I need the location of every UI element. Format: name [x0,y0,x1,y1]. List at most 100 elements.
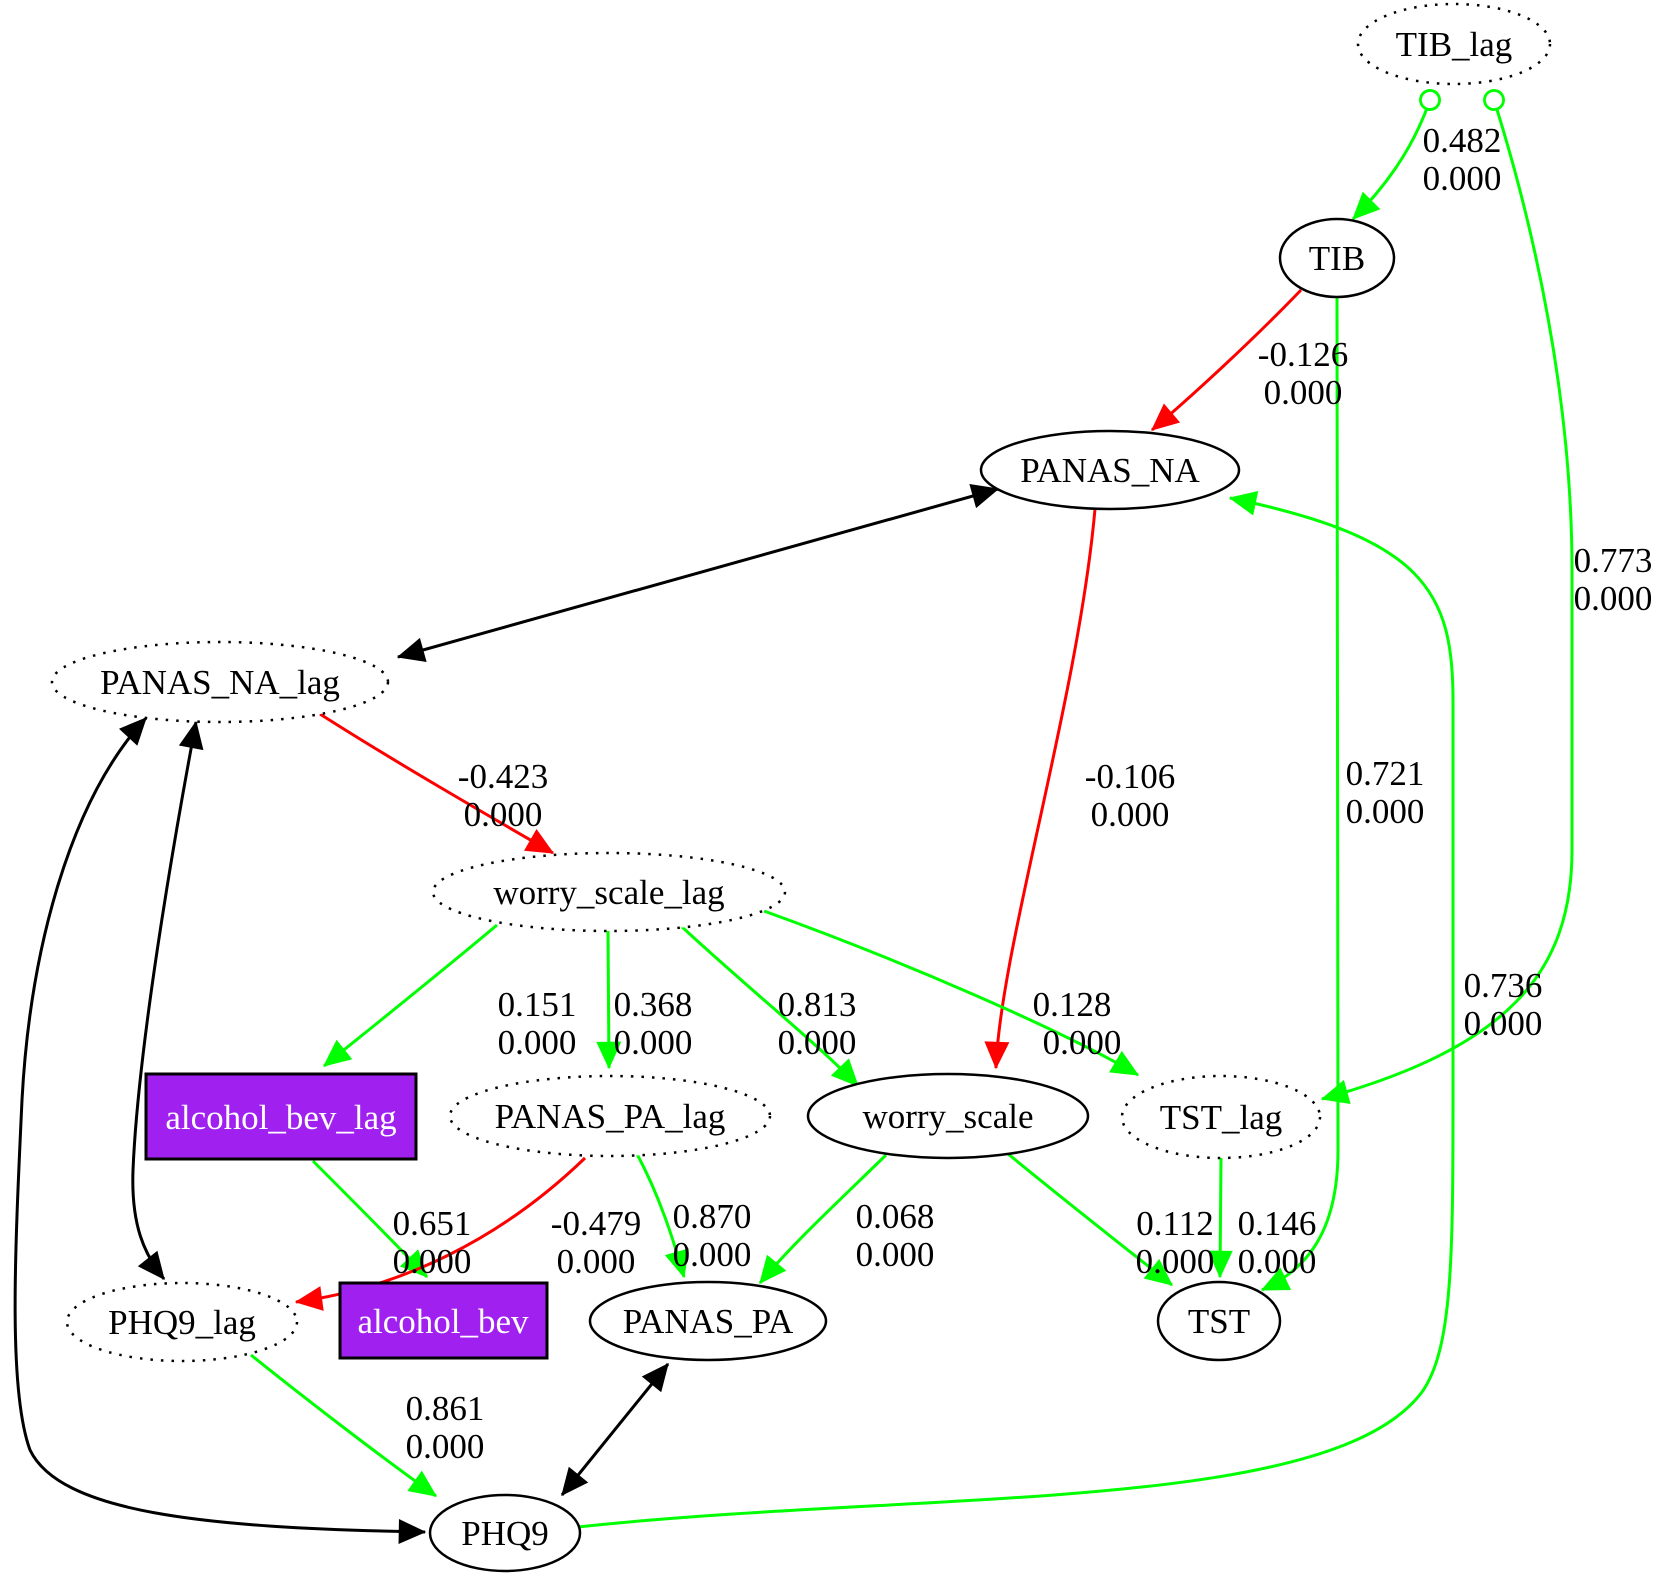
phq9-shape [428,1493,582,1573]
alcohol_bev_lag-shape [144,1072,418,1161]
edge-tib_lag-tst_lag [1320,89,1574,1104]
panas_na_lag-shape [50,640,390,724]
node-worry_scale: worry_scale [806,1072,1090,1160]
pval-text: 0.000 [1264,373,1343,412]
panas_na-shape [979,429,1241,511]
node-tst: TST [1156,1280,1282,1362]
coef-text: 0.128 [1033,985,1112,1024]
edge-worry_scale_lag-alcohol_bev_lag [323,923,498,1068]
edge-label-alcohol_bev_lag-alcohol_bev: 0.651 0.000 [393,1204,472,1281]
panas_pa_lag-label: PANAS_PA_lag [495,1097,726,1136]
edge-label-worry_scale-panas_pa: 0.068 0.000 [856,1197,935,1274]
tst_lag-label: TST_lag [1160,1098,1282,1137]
pval-text: 0.000 [614,1023,693,1062]
pval-text: 0.000 [393,1242,472,1281]
tst-label: TST [1188,1302,1250,1341]
edge-panas_na-worry_scale [984,508,1097,1070]
edges [13,89,1574,1545]
alcohol_bev-label: alcohol_bev [357,1302,529,1341]
node-panas_na: PANAS_NA [979,429,1241,511]
edge-worry_scale-tst [1006,1151,1173,1287]
tib_lag-shape [1356,2,1552,86]
panas_pa-shape [588,1280,828,1362]
pval-text: 0.000 [1091,795,1170,834]
pval-text: 0.000 [557,1242,636,1281]
edge-tib_lag-tib [1351,89,1441,221]
pval-text: 0.000 [498,1023,577,1062]
worry_scale_lag-shape [431,851,787,933]
alcohol_bev_lag-label: alcohol_bev_lag [165,1098,396,1137]
coef-text: -0.126 [1258,335,1348,374]
coef-text: 0.813 [778,985,857,1024]
pval-text: 0.000 [1346,792,1425,831]
node-tst_lag: TST_lag [1120,1074,1322,1160]
edge-worry_scale-panas_pa [758,1153,888,1284]
coef-text: 0.651 [393,1204,472,1243]
pval-text: 0.000 [778,1023,857,1062]
worry_scale-label: worry_scale [862,1097,1033,1136]
edge-worry_scale_lag-tst_lag [763,909,1140,1077]
nodes: TIB_lag TIB PANAS_NA PANAS_NA_lag worry_… [50,2,1552,1573]
edge-label-tst_lag-tst: 0.146 0.000 [1238,1204,1317,1281]
coef-text: 0.773 [1574,541,1653,580]
phq9-label: PHQ9 [461,1514,549,1553]
edge-label-panas_na-worry_scale: -0.106 0.000 [1085,757,1175,834]
edge-cov-panas_na_lag-phq9_lag [131,720,204,1280]
node-worry_scale_lag: worry_scale_lag [431,851,787,933]
edge-label-tib_lag-tst_lag: 0.773 0.000 [1574,541,1653,618]
pval-text: 0.000 [1136,1242,1215,1281]
edge-label-worry_scale-tst: 0.112 0.000 [1136,1204,1215,1281]
coef-text: 0.112 [1136,1204,1213,1243]
pval-text: 0.000 [1423,159,1502,198]
pval-text: 0.000 [1043,1023,1122,1062]
node-tib: TIB [1278,217,1396,299]
coef-text: -0.106 [1085,757,1175,796]
edge-label-worry_scale_lag-alcohol_bev_lag: 0.151 0.000 [498,985,577,1062]
tst-shape [1156,1280,1282,1362]
node-phq9_lag: PHQ9_lag [65,1281,299,1363]
coef-text: 0.870 [673,1197,752,1236]
edge-label-worry_scale_lag-panas_pa_lag: 0.368 0.000 [614,985,693,1062]
edge-tib-tst [1260,296,1340,1292]
coef-text: -0.479 [551,1204,641,1243]
tst_lag-shape [1120,1074,1322,1160]
tib-label: TIB [1309,239,1365,278]
node-alcohol_bev_lag: alcohol_bev_lag [144,1072,418,1161]
edge-label-tib_lag-tib: 0.482 0.000 [1423,121,1502,198]
pval-text: 0.000 [1238,1242,1317,1281]
coef-text: 0.368 [614,985,693,1024]
pval-text: 0.000 [856,1235,935,1274]
edge-label-panas_pa_lag-phq9_lag: -0.479 0.000 [551,1204,641,1281]
panas_pa_lag-shape [448,1074,772,1158]
worry_scale-shape [806,1072,1090,1160]
worry_scale_lag-label: worry_scale_lag [493,873,724,912]
edge-label-phq9-panas_na: 0.736 0.000 [1464,966,1543,1043]
coef-text: 0.151 [498,985,577,1024]
node-panas_pa_lag: PANAS_PA_lag [448,1074,772,1158]
tib_lag-label: TIB_lag [1396,25,1513,64]
edge-label-phq9_lag-phq9: 0.861 0.000 [406,1389,485,1466]
tib-shape [1278,217,1396,299]
edge-label-panas_na_lag-worry_scale_lag: -0.423 0.000 [458,757,548,834]
alcohol_bev-shape [338,1281,549,1360]
edge-tst_lag-tst [1207,1157,1233,1279]
edge-cov-panas_na-panas_na_lag [396,484,1000,662]
edge-tib-panas_na [1151,288,1303,432]
pval-text: 0.000 [673,1235,752,1274]
coef-text: -0.423 [458,757,548,796]
edge-worry_scale_lag-panas_pa_lag [596,930,622,1070]
pval-text: 0.000 [464,795,543,834]
phq9_lag-shape [65,1281,299,1363]
edge-label-tib-tst: 0.721 0.000 [1346,754,1425,831]
edge-panas_pa_lag-panas_pa [635,1153,689,1279]
pval-text: 0.000 [1464,1004,1543,1043]
edge-worry_scale_lag-worry_scale [679,924,860,1088]
edge-phq9-panas_na [577,491,1455,1529]
edge-label-tib-panas_na: -0.126 0.000 [1258,335,1348,412]
coef-text: 0.721 [1346,754,1425,793]
coef-text: 0.861 [406,1389,485,1428]
panas_na_lag-label: PANAS_NA_lag [100,663,340,702]
edge-label-worry_scale_lag-tst_lag: 0.128 0.000 [1033,985,1122,1062]
